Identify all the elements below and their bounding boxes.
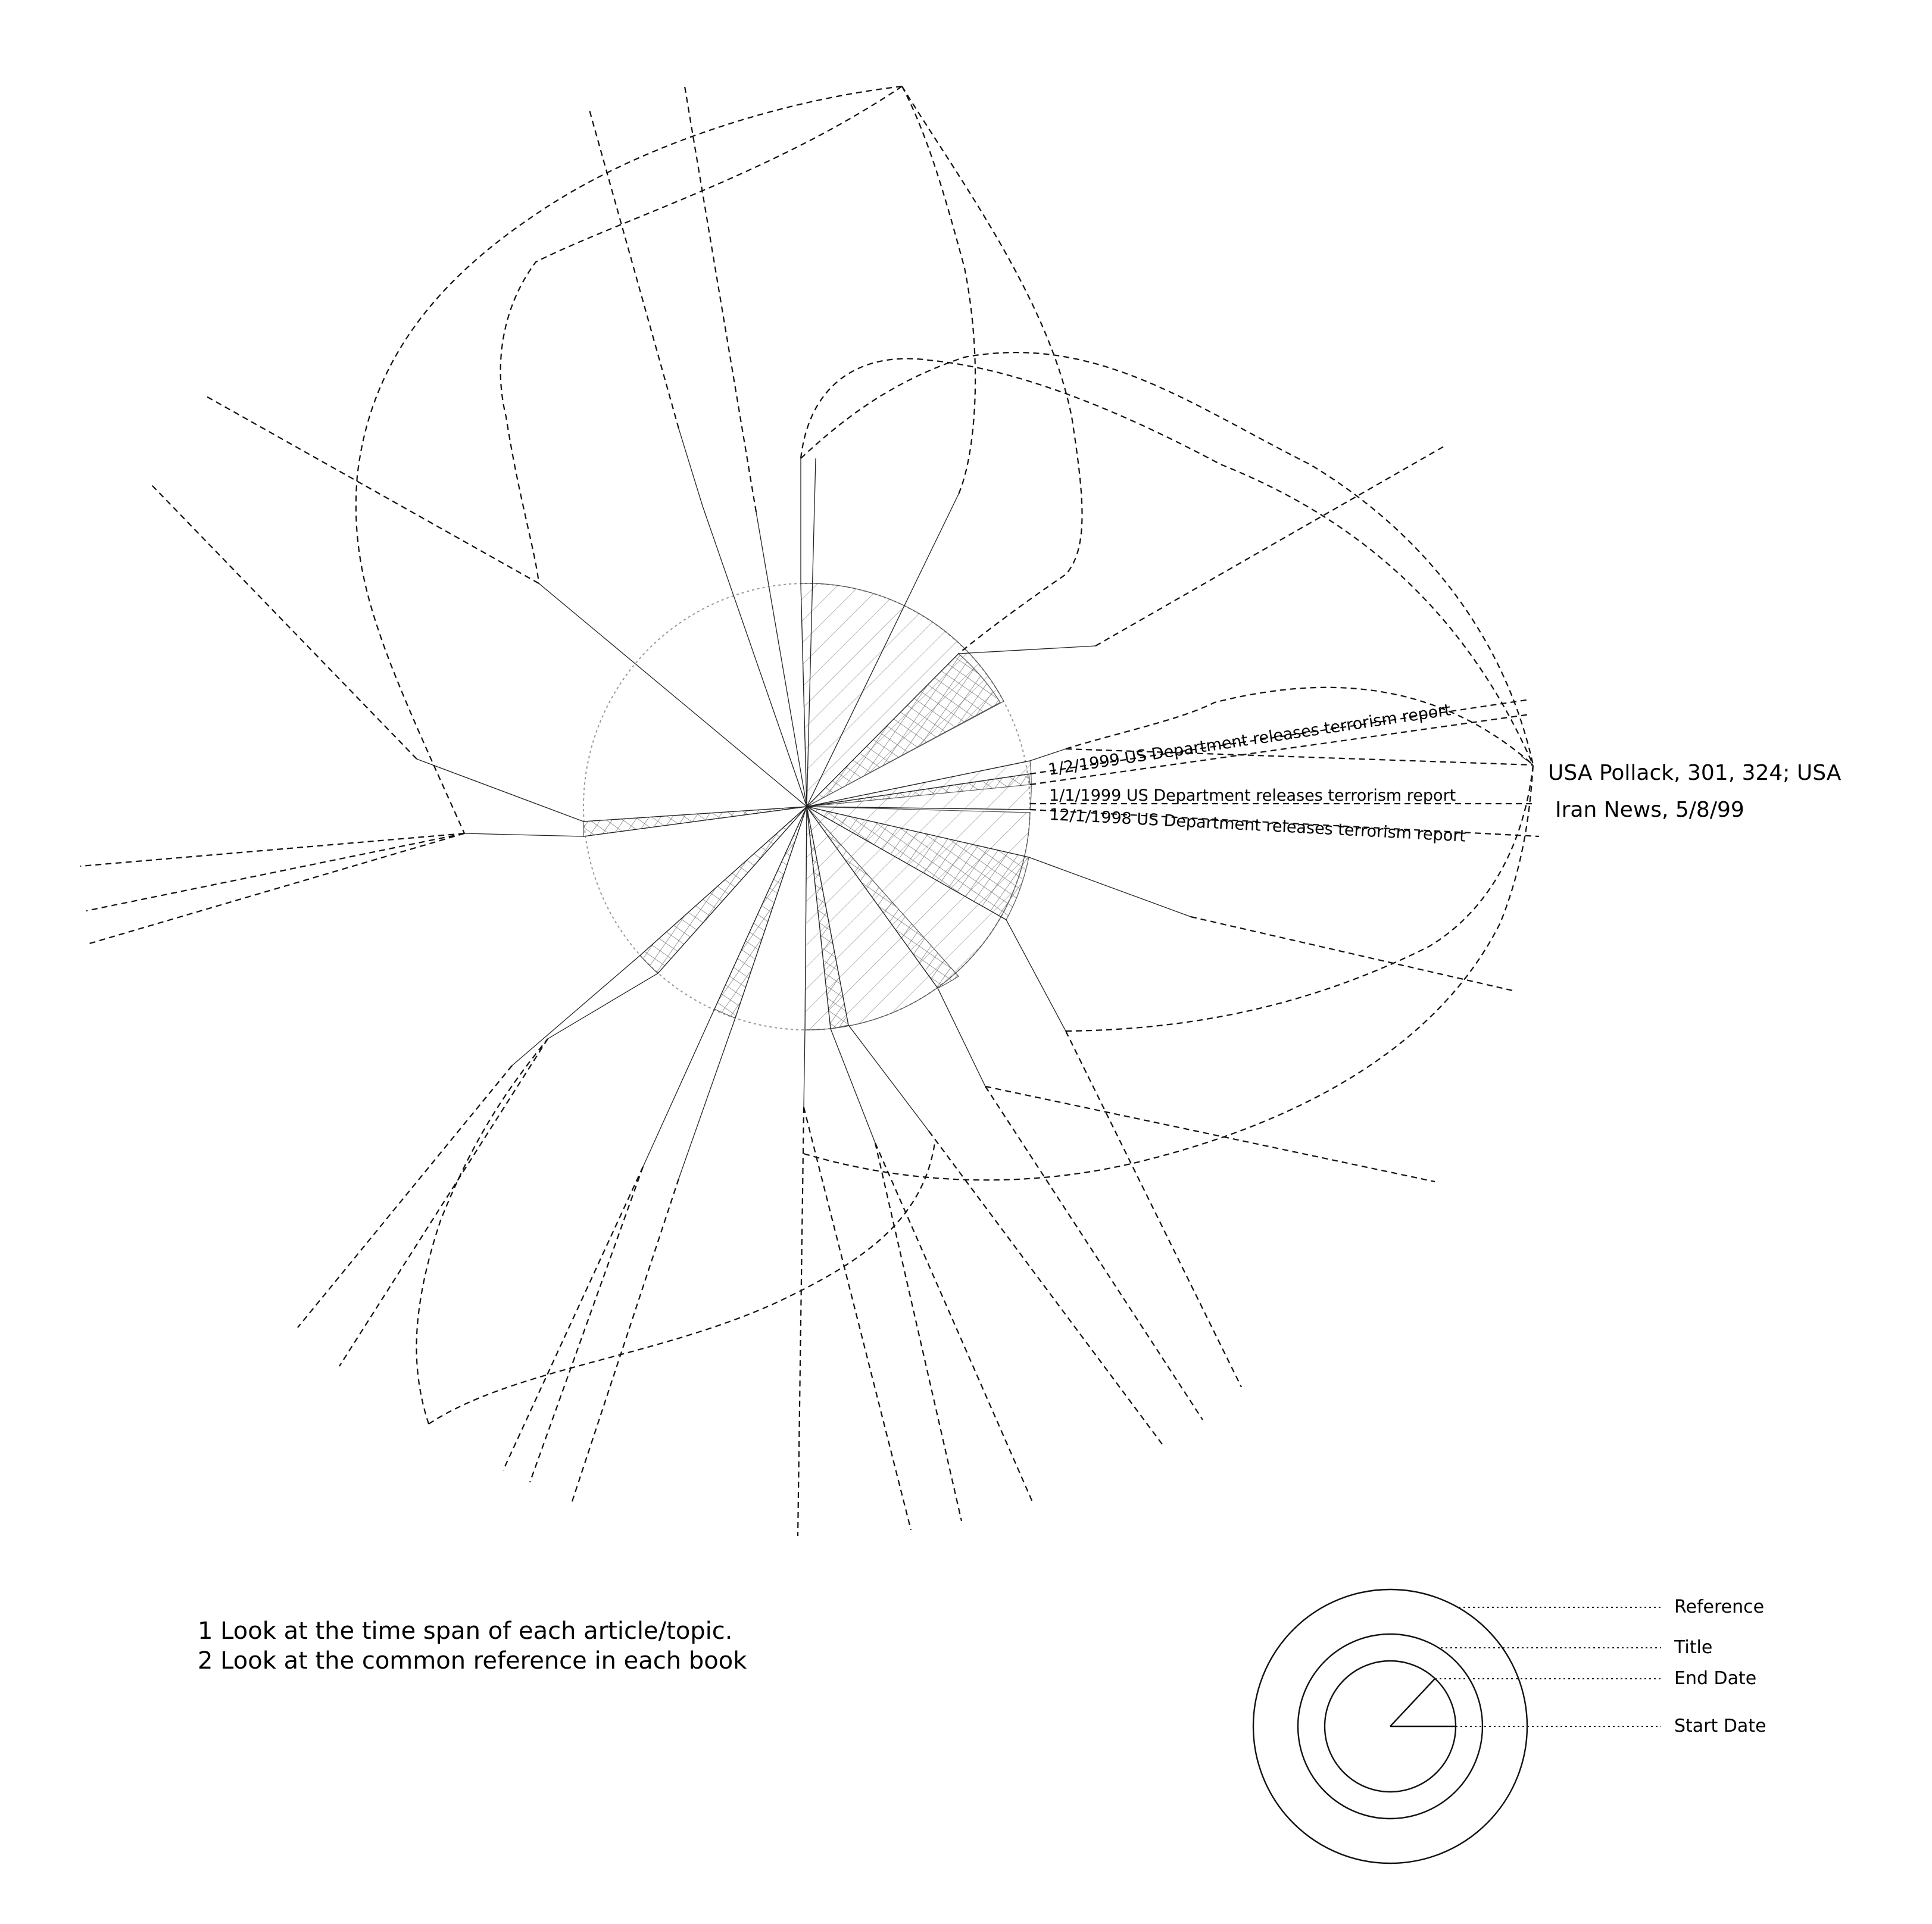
event-label: 12/1/1998 US Department releases terrori… [1049, 805, 1466, 846]
legend-reference-label: Reference [1674, 1597, 1764, 1617]
instruction-note-1: 1 Look at the time span of each article/… [198, 1617, 733, 1645]
date-span-wedge [714, 806, 807, 1019]
date-span-wedge [800, 583, 1004, 807]
legend-start-date-label: Start Date [1674, 1716, 1766, 1736]
event-label: 1/1/1999 US Department releases terroris… [1049, 786, 1456, 805]
date-span-wedge [639, 806, 807, 974]
legend-end-date-hand [1390, 1678, 1435, 1727]
legend-title-ring [1297, 1633, 1484, 1820]
event-label: 1/2/1999 US Department releases terroris… [1047, 701, 1452, 779]
reference-paths [80, 85, 1540, 1536]
legend: Reference Title End Date Start Date [1252, 1588, 1766, 1864]
title-spokes [416, 428, 1191, 1179]
instruction-note-2: 2 Look at the common reference in each b… [198, 1647, 747, 1675]
reference-leader [1521, 755, 1534, 766]
legend-title-label: Title [1674, 1637, 1712, 1658]
reference-label: Iran News, 5/8/99 [1555, 798, 1744, 822]
reference-label: USA Pollack, 301, 324; USA [1548, 761, 1842, 785]
legend-end-date-label: End Date [1674, 1668, 1756, 1689]
